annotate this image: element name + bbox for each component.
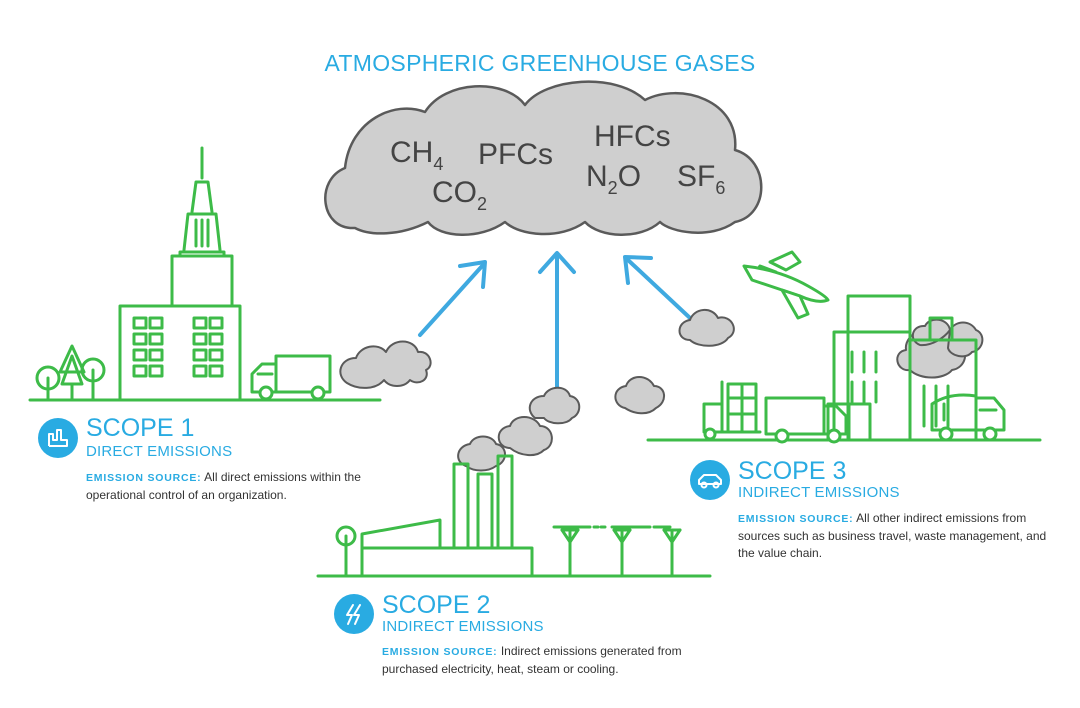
scope3-subtitle: INDIRECT EMISSIONS bbox=[738, 484, 900, 501]
greenhouse-gas-cloud: CH4 PFCs HFCs CO2 N2O SF6 bbox=[324, 80, 763, 236]
airplane bbox=[742, 250, 830, 320]
cargo-truck bbox=[764, 396, 848, 444]
scope1-source-label: EMISSION SOURCE: bbox=[86, 472, 202, 484]
smoke-cloud-scope2-middle bbox=[497, 416, 553, 456]
scope3-description: EMISSION SOURCE: All other indirect emis… bbox=[738, 510, 1050, 562]
arrow-scope1 bbox=[418, 260, 487, 337]
office-buildings bbox=[826, 294, 978, 442]
gas-ch4: CH4 bbox=[390, 136, 443, 174]
tree-round-right bbox=[80, 357, 106, 402]
gas-hfcs: HFCs bbox=[594, 120, 671, 153]
power-plant bbox=[360, 454, 534, 578]
gas-sf6: SF6 bbox=[677, 160, 725, 198]
scope3-scene bbox=[646, 294, 1042, 444]
smoke-cloud-scope2-upper bbox=[528, 386, 581, 425]
smoke-cloud-scope2-lower bbox=[457, 435, 506, 472]
scope3-source-label: EMISSION SOURCE: bbox=[738, 513, 854, 525]
scope3-source-text: All other indirect emissions from source… bbox=[738, 511, 1047, 560]
tree-scope2 bbox=[335, 525, 357, 578]
diagram-title: ATMOSPHERIC GREENHOUSE GASES bbox=[324, 50, 756, 76]
scope1-title: SCOPE 1 bbox=[86, 414, 195, 442]
car-icon bbox=[690, 460, 730, 500]
scope3-title: SCOPE 3 bbox=[738, 457, 847, 485]
scope2-subtitle: INDIRECT EMISSIONS bbox=[382, 618, 544, 635]
arrow-scope3 bbox=[623, 255, 692, 320]
scope2-description: EMISSION SOURCE: Indirect emissions gene… bbox=[382, 643, 702, 678]
scope1-description: EMISSION SOURCE: All direct emissions wi… bbox=[86, 469, 406, 504]
arrow-scope2 bbox=[538, 251, 576, 392]
garbage-truck bbox=[930, 393, 1006, 442]
scope1-subtitle: DIRECT EMISSIONS bbox=[86, 443, 233, 460]
lightning-icon bbox=[334, 594, 374, 634]
power-lines bbox=[552, 525, 682, 578]
scope2-title: SCOPE 2 bbox=[382, 591, 491, 619]
gas-n2o: N2O bbox=[586, 160, 641, 198]
scope2-scene bbox=[316, 454, 712, 578]
scope2-source-label: EMISSION SOURCE: bbox=[382, 646, 498, 658]
scope1-source-text: All direct emissions within the operatio… bbox=[86, 470, 361, 502]
smoke-cloud-scope3-left bbox=[614, 376, 665, 415]
tree-pine bbox=[58, 344, 86, 402]
scope1-scene bbox=[28, 146, 382, 402]
factory-icon bbox=[38, 418, 78, 458]
tree-round-left bbox=[35, 365, 61, 402]
skyscraper bbox=[118, 146, 242, 402]
gas-co2: CO2 bbox=[432, 176, 487, 214]
smoke-cloud-scope3-upper bbox=[678, 309, 735, 347]
smoke-cloud-truck bbox=[339, 340, 432, 389]
gas-pfcs: PFCs bbox=[478, 138, 553, 171]
forklift bbox=[702, 380, 762, 441]
delivery-truck bbox=[250, 354, 332, 401]
scope2-source-text: Indirect emissions generated from purcha… bbox=[382, 644, 682, 676]
